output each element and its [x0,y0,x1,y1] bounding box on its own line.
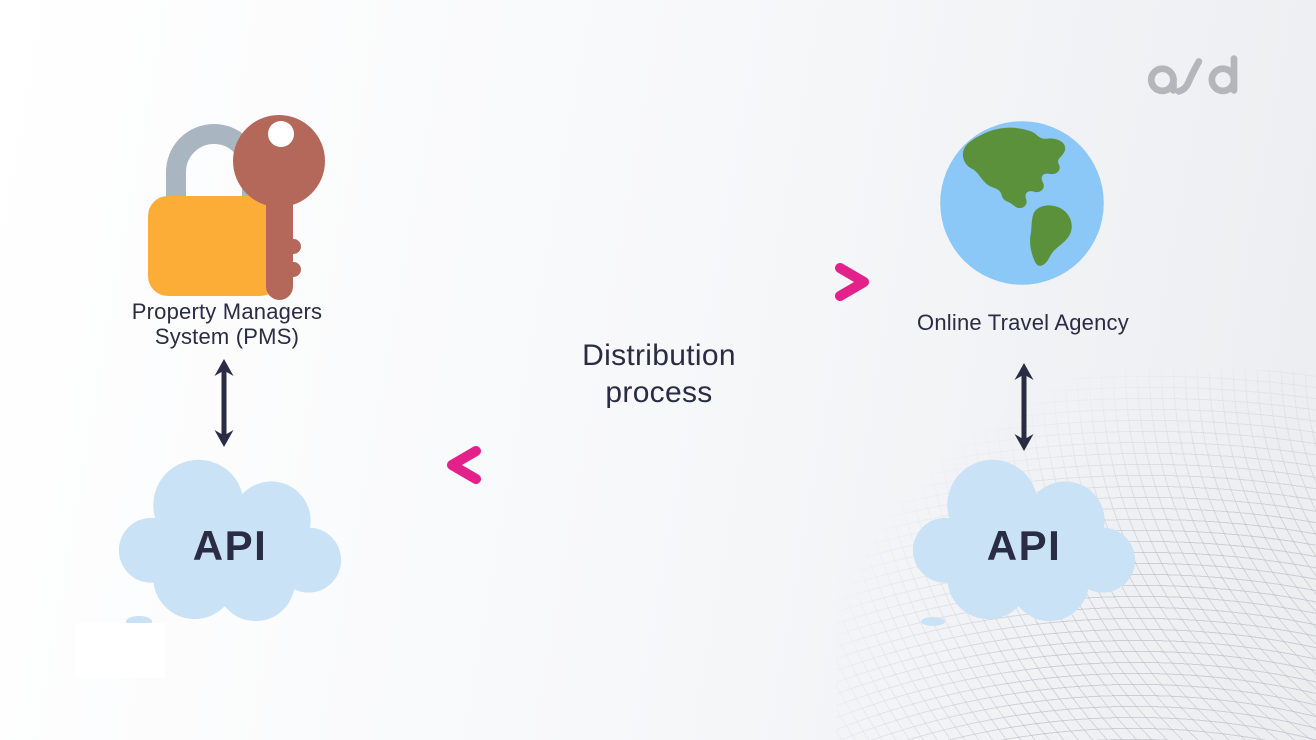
ota-label: Online Travel Agency [873,310,1173,335]
pms-label: Property Managers System (PMS) [77,299,377,349]
white-patch [75,623,165,678]
api-label-ota: API [986,522,1062,569]
api-cloud-ota: API [906,448,1142,625]
vertical-arrow-ota-api [1014,363,1034,451]
ota-label-line: Online Travel Agency [917,310,1129,335]
cloud-puff-right [921,617,945,626]
asd-logo [1147,55,1238,95]
globe-icon [940,121,1104,285]
api-label-pms: API [192,522,268,569]
lock-and-key-icon [148,115,325,300]
arrow-ota-to-pms [447,446,871,484]
api-cloud-pms: API [112,448,348,625]
process-label-line2: process [605,376,713,409]
cloud-icon [118,459,342,622]
cloud-puff-left [126,616,152,627]
vertical-arrow-pms-api [214,359,234,447]
process-label: Distribution process [509,337,809,411]
arrow-pms-to-ota [445,263,869,301]
process-label-line1: Distribution [582,339,736,372]
pms-label-line1: Property Managers [131,299,323,324]
pms-label-line2: System (PMS) [154,324,300,349]
